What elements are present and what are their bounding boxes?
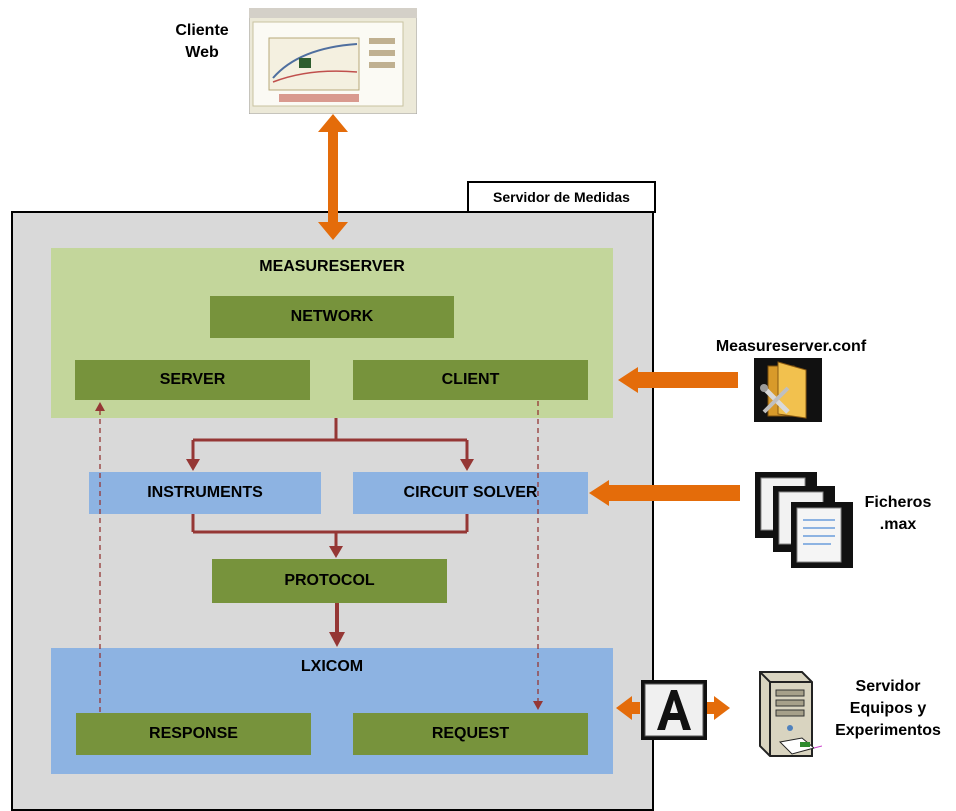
max-files-label-line2: .max — [879, 516, 917, 533]
max-files-label-line1: Ficheros — [864, 494, 932, 511]
arrowhead-to-circuit-solver — [460, 459, 474, 471]
modules-to-protocol-arrows — [191, 514, 469, 548]
equipment-server-label-line1: Servidor — [855, 678, 921, 695]
web-client-double-arrow — [318, 114, 348, 240]
max-files-to-circuit-solver-arrow — [589, 480, 740, 506]
arrowhead-to-protocol — [329, 546, 343, 558]
web-client-label-line2: Web — [185, 44, 219, 61]
lxicom-title: LXICOM — [300, 658, 364, 675]
max-files-label: Ficheros .max — [858, 492, 938, 536]
config-to-measureserver-arrow — [618, 367, 738, 393]
protocol-box: PROTOCOL — [212, 559, 447, 603]
equipment-server-label: Servidor Equipos y Experimentos — [822, 676, 954, 742]
lxicom-connector-double-arrow — [616, 696, 640, 720]
web-client-screenshot-icon — [249, 8, 417, 114]
servidor-de-medidas-tab: Servidor de Medidas — [467, 181, 656, 213]
arrowhead-to-server — [95, 402, 105, 411]
measureserver-title: MEASURESERVER — [259, 258, 405, 275]
measureserver-to-modules-arrows — [191, 418, 469, 462]
config-file-label: Measureserver.conf — [715, 338, 867, 355]
letter-a-icon — [641, 680, 707, 740]
equipment-server-label-line2: Equipos y — [849, 700, 927, 717]
documents-icon — [753, 470, 855, 570]
arrowhead-to-request — [533, 701, 543, 710]
request-box: REQUEST — [353, 713, 588, 755]
network-box: NETWORK — [210, 296, 454, 338]
equipment-server-label-line3: Experimentos — [835, 722, 941, 739]
arrowhead-to-instruments — [186, 459, 200, 471]
response-box: RESPONSE — [76, 713, 311, 755]
connector-server-double-arrow — [706, 696, 730, 720]
web-client-label-line1: Cliente — [175, 22, 229, 39]
web-client-label: Cliente Web — [162, 20, 242, 64]
instruments-box: INSTRUMENTS — [89, 472, 321, 514]
server-box: SERVER — [75, 360, 310, 400]
server-tower-icon — [759, 671, 822, 757]
circuit-solver-box: CIRCUIT SOLVER — [353, 472, 588, 514]
client-box: CLIENT — [353, 360, 588, 400]
arrowhead-to-lxicom — [329, 632, 345, 647]
config-folder-icon — [754, 358, 822, 422]
